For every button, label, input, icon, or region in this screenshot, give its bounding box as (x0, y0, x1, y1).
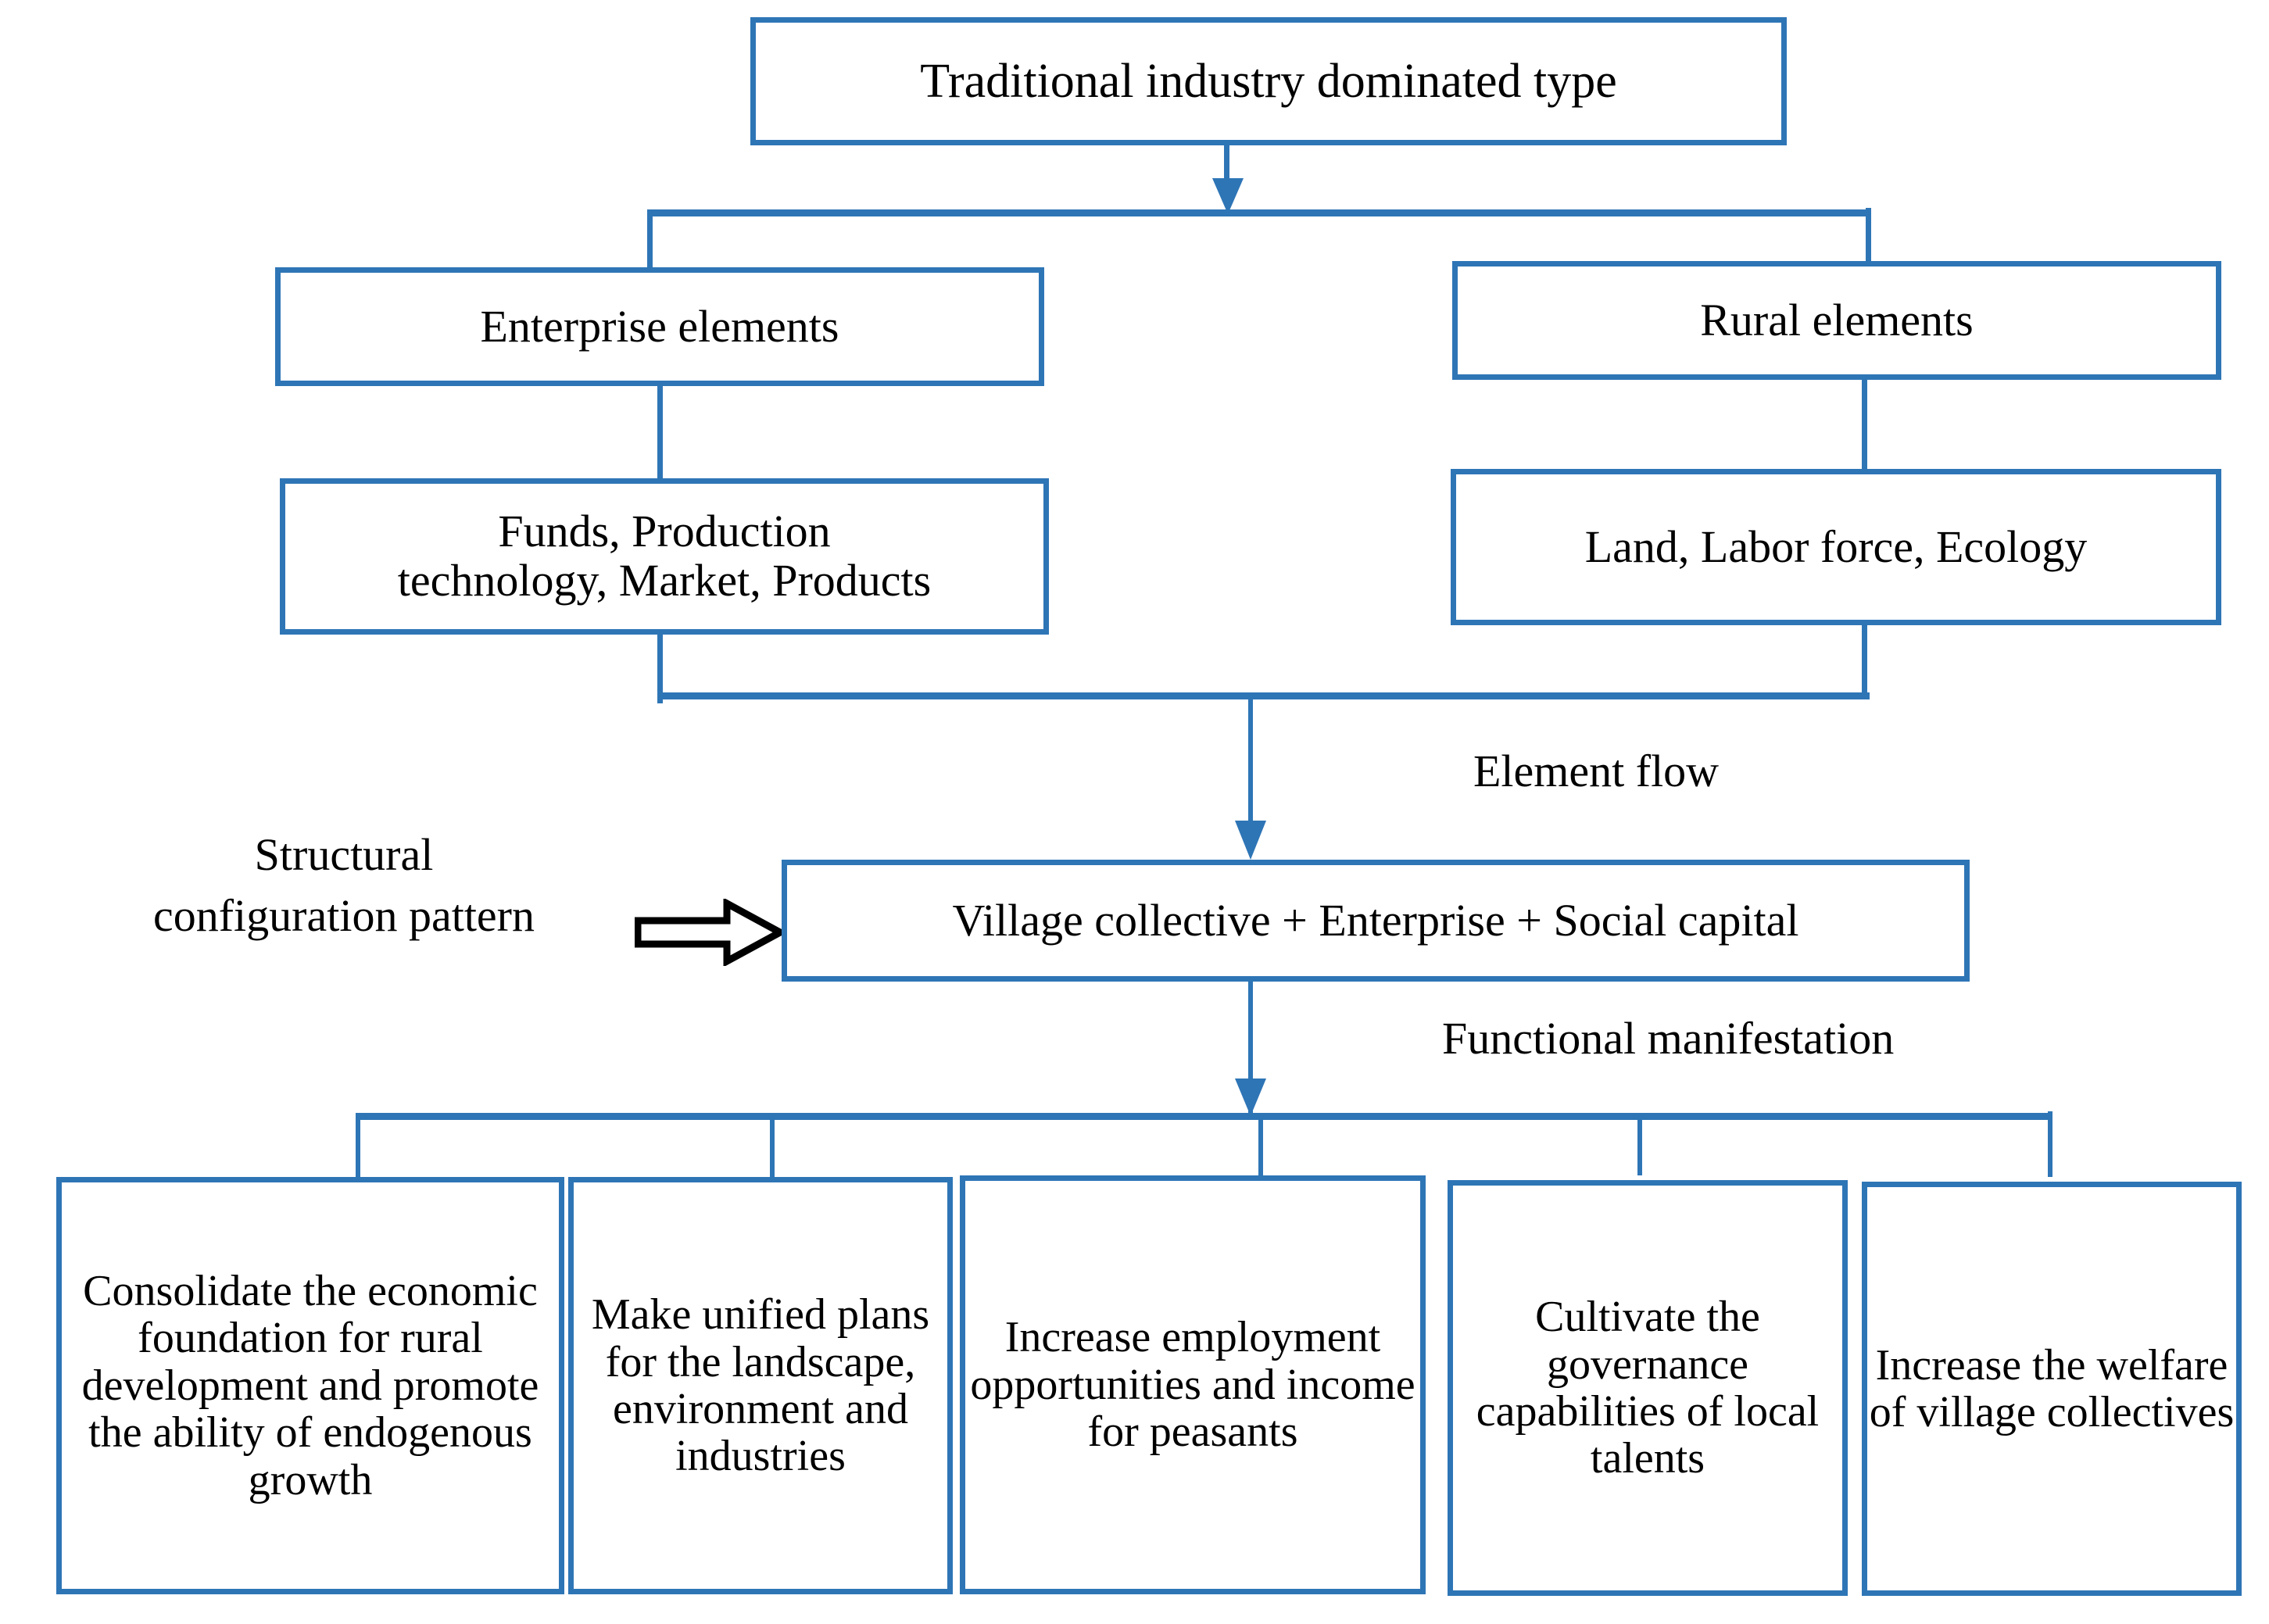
connector-outcome-drop-4 (1637, 1113, 1642, 1175)
arrow-down-icon-functional-manifestation (1235, 1078, 1266, 1116)
node-label: Village collective + Enterprise + Social… (952, 894, 1799, 946)
block-arrow-right-icon (634, 897, 788, 968)
node-outcome-4[interactable]: Cultivate the governance capabilities of… (1448, 1180, 1848, 1596)
label-element-flow: Element flow (1473, 746, 1720, 796)
connector-outcome-drop-5 (2048, 1111, 2052, 1177)
connector-fork-bar-top (647, 209, 1871, 216)
connector-merge-bar (657, 692, 1870, 699)
connector-outcome-drop-3 (1258, 1114, 1263, 1177)
label-structural-configuration-pattern: Structural configuration pattern (153, 829, 535, 942)
connector-merge-to-pattern (1248, 696, 1253, 852)
node-village-collective-enterprise-social-capital[interactable]: Village collective + Enterprise + Social… (782, 860, 1970, 982)
node-label: Land, Labor force, Ecology (1584, 520, 2088, 572)
node-traditional-industry-dominated-type[interactable]: Traditional industry dominated type (750, 17, 1787, 145)
connector-funds-merge-drop (657, 633, 663, 703)
node-label: Cultivate the governance capabilities of… (1476, 1293, 1820, 1483)
connector-rural-to-land (1862, 378, 1867, 470)
node-rural-elements[interactable]: Rural elements (1452, 261, 2221, 380)
connector-outcome-drop-2 (770, 1114, 775, 1177)
node-label: Rural elements (1700, 294, 1974, 345)
connector-outcome-drop-1 (356, 1116, 360, 1179)
node-outcome-1[interactable]: Consolidate the economic foundation for … (56, 1177, 564, 1594)
node-enterprise-element-list[interactable]: Funds, Production technology, Market, Pr… (280, 478, 1049, 635)
connector-land-merge-drop (1862, 624, 1867, 694)
node-outcome-2[interactable]: Make unified plans for the landscape, en… (568, 1177, 953, 1594)
node-label: Funds, Production technology, Market, Pr… (397, 506, 932, 606)
node-outcome-5[interactable]: Increase the welfare of village collecti… (1862, 1182, 2242, 1596)
arrow-down-icon-element-flow (1235, 821, 1266, 860)
node-label: Traditional industry dominated type (920, 54, 1617, 108)
connector-fork-right-drop (1866, 208, 1871, 264)
node-label: Increase employment opportunities and in… (970, 1313, 1415, 1457)
node-outcome-3[interactable]: Increase employment opportunities and in… (960, 1175, 1426, 1594)
node-label: Enterprise elements (480, 300, 839, 352)
connector-fork-left-drop (647, 213, 653, 269)
connector-pattern-to-outcomes (1248, 982, 1253, 1118)
node-enterprise-elements[interactable]: Enterprise elements (275, 267, 1044, 386)
connector-enterprise-to-funds (657, 385, 663, 480)
label-functional-manifestation: Functional manifestation (1442, 1013, 1895, 1064)
node-label: Make unified plans for the landscape, en… (591, 1290, 930, 1481)
node-label: Consolidate the economic foundation for … (81, 1266, 539, 1504)
node-rural-element-list[interactable]: Land, Labor force, Ecology (1451, 469, 2221, 625)
arrow-down-icon-root (1212, 178, 1244, 214)
node-label: Increase the welfare of village collecti… (1869, 1340, 2235, 1436)
connector-root-stem (1224, 145, 1229, 202)
connector-outcome-fanout-bar (356, 1113, 2052, 1120)
